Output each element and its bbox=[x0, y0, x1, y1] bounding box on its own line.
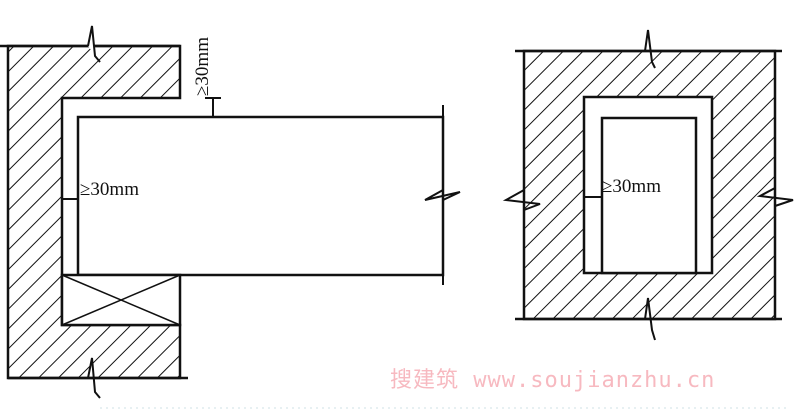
watermark: 搜建筑 www.soujianzhu.cn bbox=[390, 368, 716, 393]
gap-side-label-left: ≥30mm bbox=[80, 179, 139, 200]
break-mark-top bbox=[87, 25, 101, 63]
break-mark-right bbox=[756, 187, 794, 207]
left-detail bbox=[0, 25, 461, 399]
gap-side-label-right: ≥30mm bbox=[602, 176, 661, 197]
break-mark-top bbox=[644, 29, 656, 69]
beam bbox=[76, 115, 445, 277]
beam-break-mark bbox=[424, 105, 461, 285]
right-detail bbox=[502, 29, 794, 341]
break-mark-left bbox=[502, 189, 541, 211]
beam-section bbox=[600, 116, 698, 275]
break-mark-bottom bbox=[87, 357, 101, 399]
break-mark-bottom bbox=[644, 297, 656, 341]
gap-top-label: ≥30mm bbox=[192, 37, 213, 96]
